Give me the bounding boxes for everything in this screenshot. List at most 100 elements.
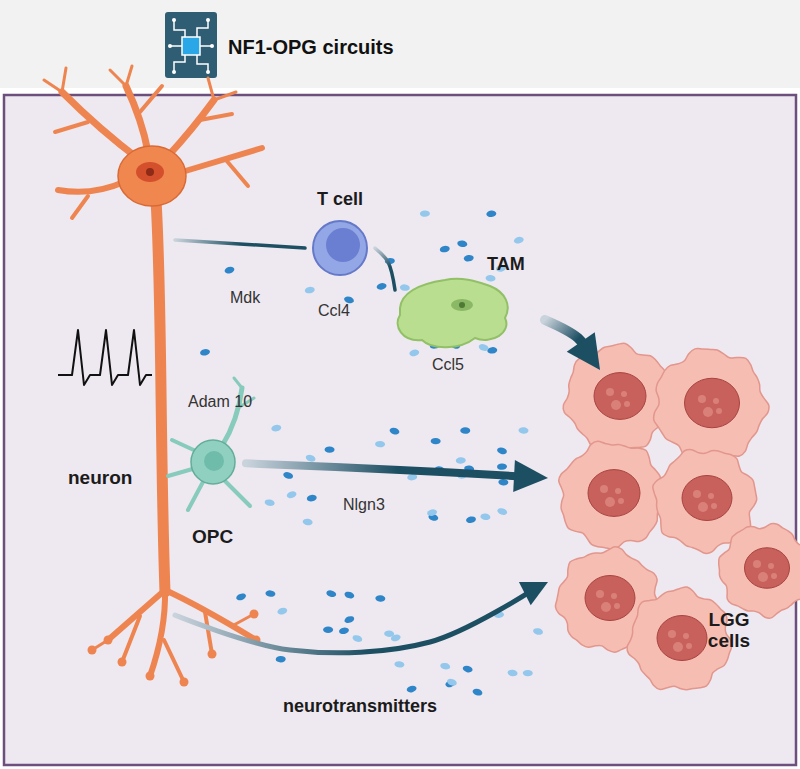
neuron-branch: [126, 86, 148, 152]
nucleus-texture: [703, 407, 713, 417]
neuron-branch: [232, 614, 254, 626]
nucleus-texture: [708, 493, 714, 499]
neuron-branch: [164, 640, 184, 682]
icon-pad: [172, 18, 176, 22]
molecule-dot: [439, 245, 450, 253]
molecule-dot: [375, 595, 385, 602]
molecule-dot: [478, 343, 489, 352]
nucleus-texture: [683, 633, 689, 639]
opc-process: [168, 468, 196, 476]
icon-chip: [182, 37, 200, 55]
neuron-branch: [110, 70, 126, 86]
neuron-branch: [140, 86, 162, 112]
neuron-branch: [62, 68, 66, 92]
icon-pad: [206, 70, 210, 74]
molecule-dot: [324, 446, 334, 453]
molecule-dot: [338, 627, 349, 635]
tumor-cluster: LGG cells: [548, 370, 790, 695]
molecule-dot: [464, 465, 475, 473]
tumor-nucleus: [745, 548, 790, 589]
molecule-dot: [498, 479, 509, 486]
molecule-dot: [472, 688, 483, 697]
arrow-head: [513, 460, 548, 492]
connector-line: [175, 588, 535, 652]
neuron-branch: [108, 590, 165, 640]
tumor-cell-body: [719, 523, 800, 618]
connector-arrow: [175, 240, 305, 248]
molecule-dot: [420, 210, 430, 217]
molecule-dots: [199, 210, 543, 697]
nucleus-texture: [698, 502, 708, 512]
nucleus-texture: [768, 563, 774, 569]
molecule-label: Ccl4: [318, 302, 350, 320]
molecule-dot: [497, 463, 507, 470]
molecule-dot: [434, 466, 445, 474]
molecule-dot: [457, 240, 468, 248]
molecule-dot: [462, 665, 473, 674]
neuron-cell: neuron: [40, 110, 175, 690]
nucleus-texture: [716, 408, 722, 414]
molecule-dot: [384, 630, 394, 637]
neuron-branch: [58, 182, 124, 192]
connector-arrow: [375, 248, 395, 290]
tumor-cell: [555, 547, 657, 652]
t-cell-illustration: [313, 221, 367, 275]
molecule-dot: [456, 457, 466, 464]
tumor-nucleus: [657, 616, 707, 661]
nucleus-texture: [600, 485, 608, 493]
molecule-dot: [276, 656, 286, 663]
neuron-soma: [118, 146, 186, 206]
header-band: [0, 0, 800, 88]
tumor-cell: [563, 343, 672, 450]
neuron-branch: [126, 66, 132, 86]
t-cell-body: [313, 221, 367, 275]
molecule-dot: [344, 615, 356, 624]
molecule-dot: [304, 286, 315, 294]
molecule-dot: [523, 670, 533, 677]
opc-cell: OPC: [182, 430, 246, 550]
nucleus-texture: [673, 642, 683, 652]
icon-pad: [172, 70, 176, 74]
chip-icon: [165, 12, 217, 78]
molecule-label: Mdk: [230, 289, 260, 307]
tumor-cell: [654, 349, 769, 461]
axon-terminal: [250, 610, 259, 619]
molecule-dot: [450, 341, 461, 349]
tumor-nucleus: [588, 470, 640, 517]
neuron-branch: [62, 92, 140, 160]
tam-nucleolus: [459, 302, 465, 308]
nucleus-texture: [615, 488, 621, 494]
nucleus-texture: [713, 398, 719, 404]
molecule-dot: [385, 258, 395, 265]
molecule-dot: [494, 611, 504, 618]
nucleus-texture: [621, 391, 627, 397]
nucleus-texture: [698, 395, 706, 403]
tam-cell: TAM: [395, 255, 545, 355]
nucleus-texture: [686, 643, 692, 649]
molecule-dot: [409, 349, 420, 358]
molecule-dot: [407, 473, 418, 480]
molecule-dot: [375, 441, 385, 448]
molecule-dot: [306, 494, 317, 502]
tumor-cell-body: [559, 441, 668, 549]
molecule-dot: [394, 661, 405, 668]
nucleus-texture: [601, 602, 611, 612]
tumor-cell-body: [654, 349, 769, 461]
tumor-cell-body: [653, 450, 757, 554]
neuron-branch: [150, 590, 165, 676]
tumor-cell: [719, 523, 800, 618]
molecule-dot: [487, 347, 498, 355]
molecule-dot: [485, 275, 496, 282]
tumor-cell-body: [563, 343, 672, 450]
tam-illustration: [398, 279, 508, 348]
diagram-title: NF1-OPG circuits: [228, 36, 394, 59]
molecule-dot: [431, 438, 441, 445]
connector-line: [246, 463, 529, 477]
node-label: OPC: [192, 527, 246, 548]
molecule-dot: [533, 627, 544, 635]
